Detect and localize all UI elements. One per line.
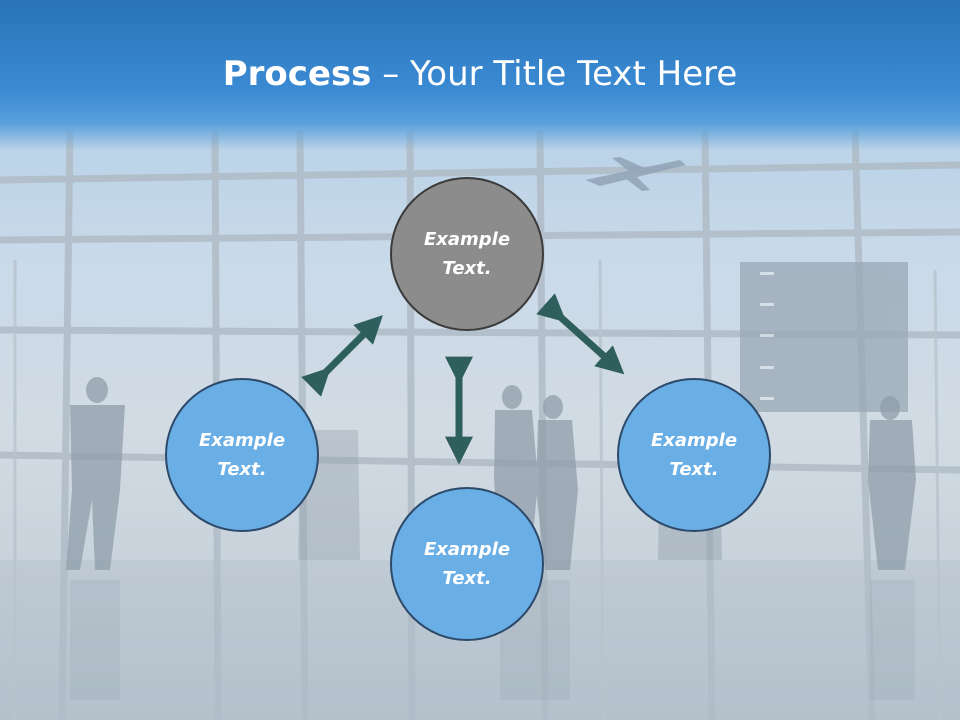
- process-node-top-line2: Text.: [442, 258, 492, 279]
- slide-title: Process – Your Title Text Here: [0, 52, 960, 96]
- slide-title-bold: Process: [222, 54, 372, 94]
- process-node-bottom-line1: Example: [423, 539, 511, 560]
- process-node-right-line1: Example: [650, 430, 738, 451]
- process-node-top-line1: Example: [423, 229, 511, 250]
- title-bar: [0, 0, 960, 150]
- process-node-bottom-line2: Text.: [442, 568, 492, 589]
- slide-title-rest: – Your Title Text Here: [371, 54, 738, 94]
- process-node-left-line1: Example: [198, 430, 286, 451]
- process-node-left-line2: Text.: [217, 459, 267, 480]
- process-node-right-line2: Text.: [669, 459, 719, 480]
